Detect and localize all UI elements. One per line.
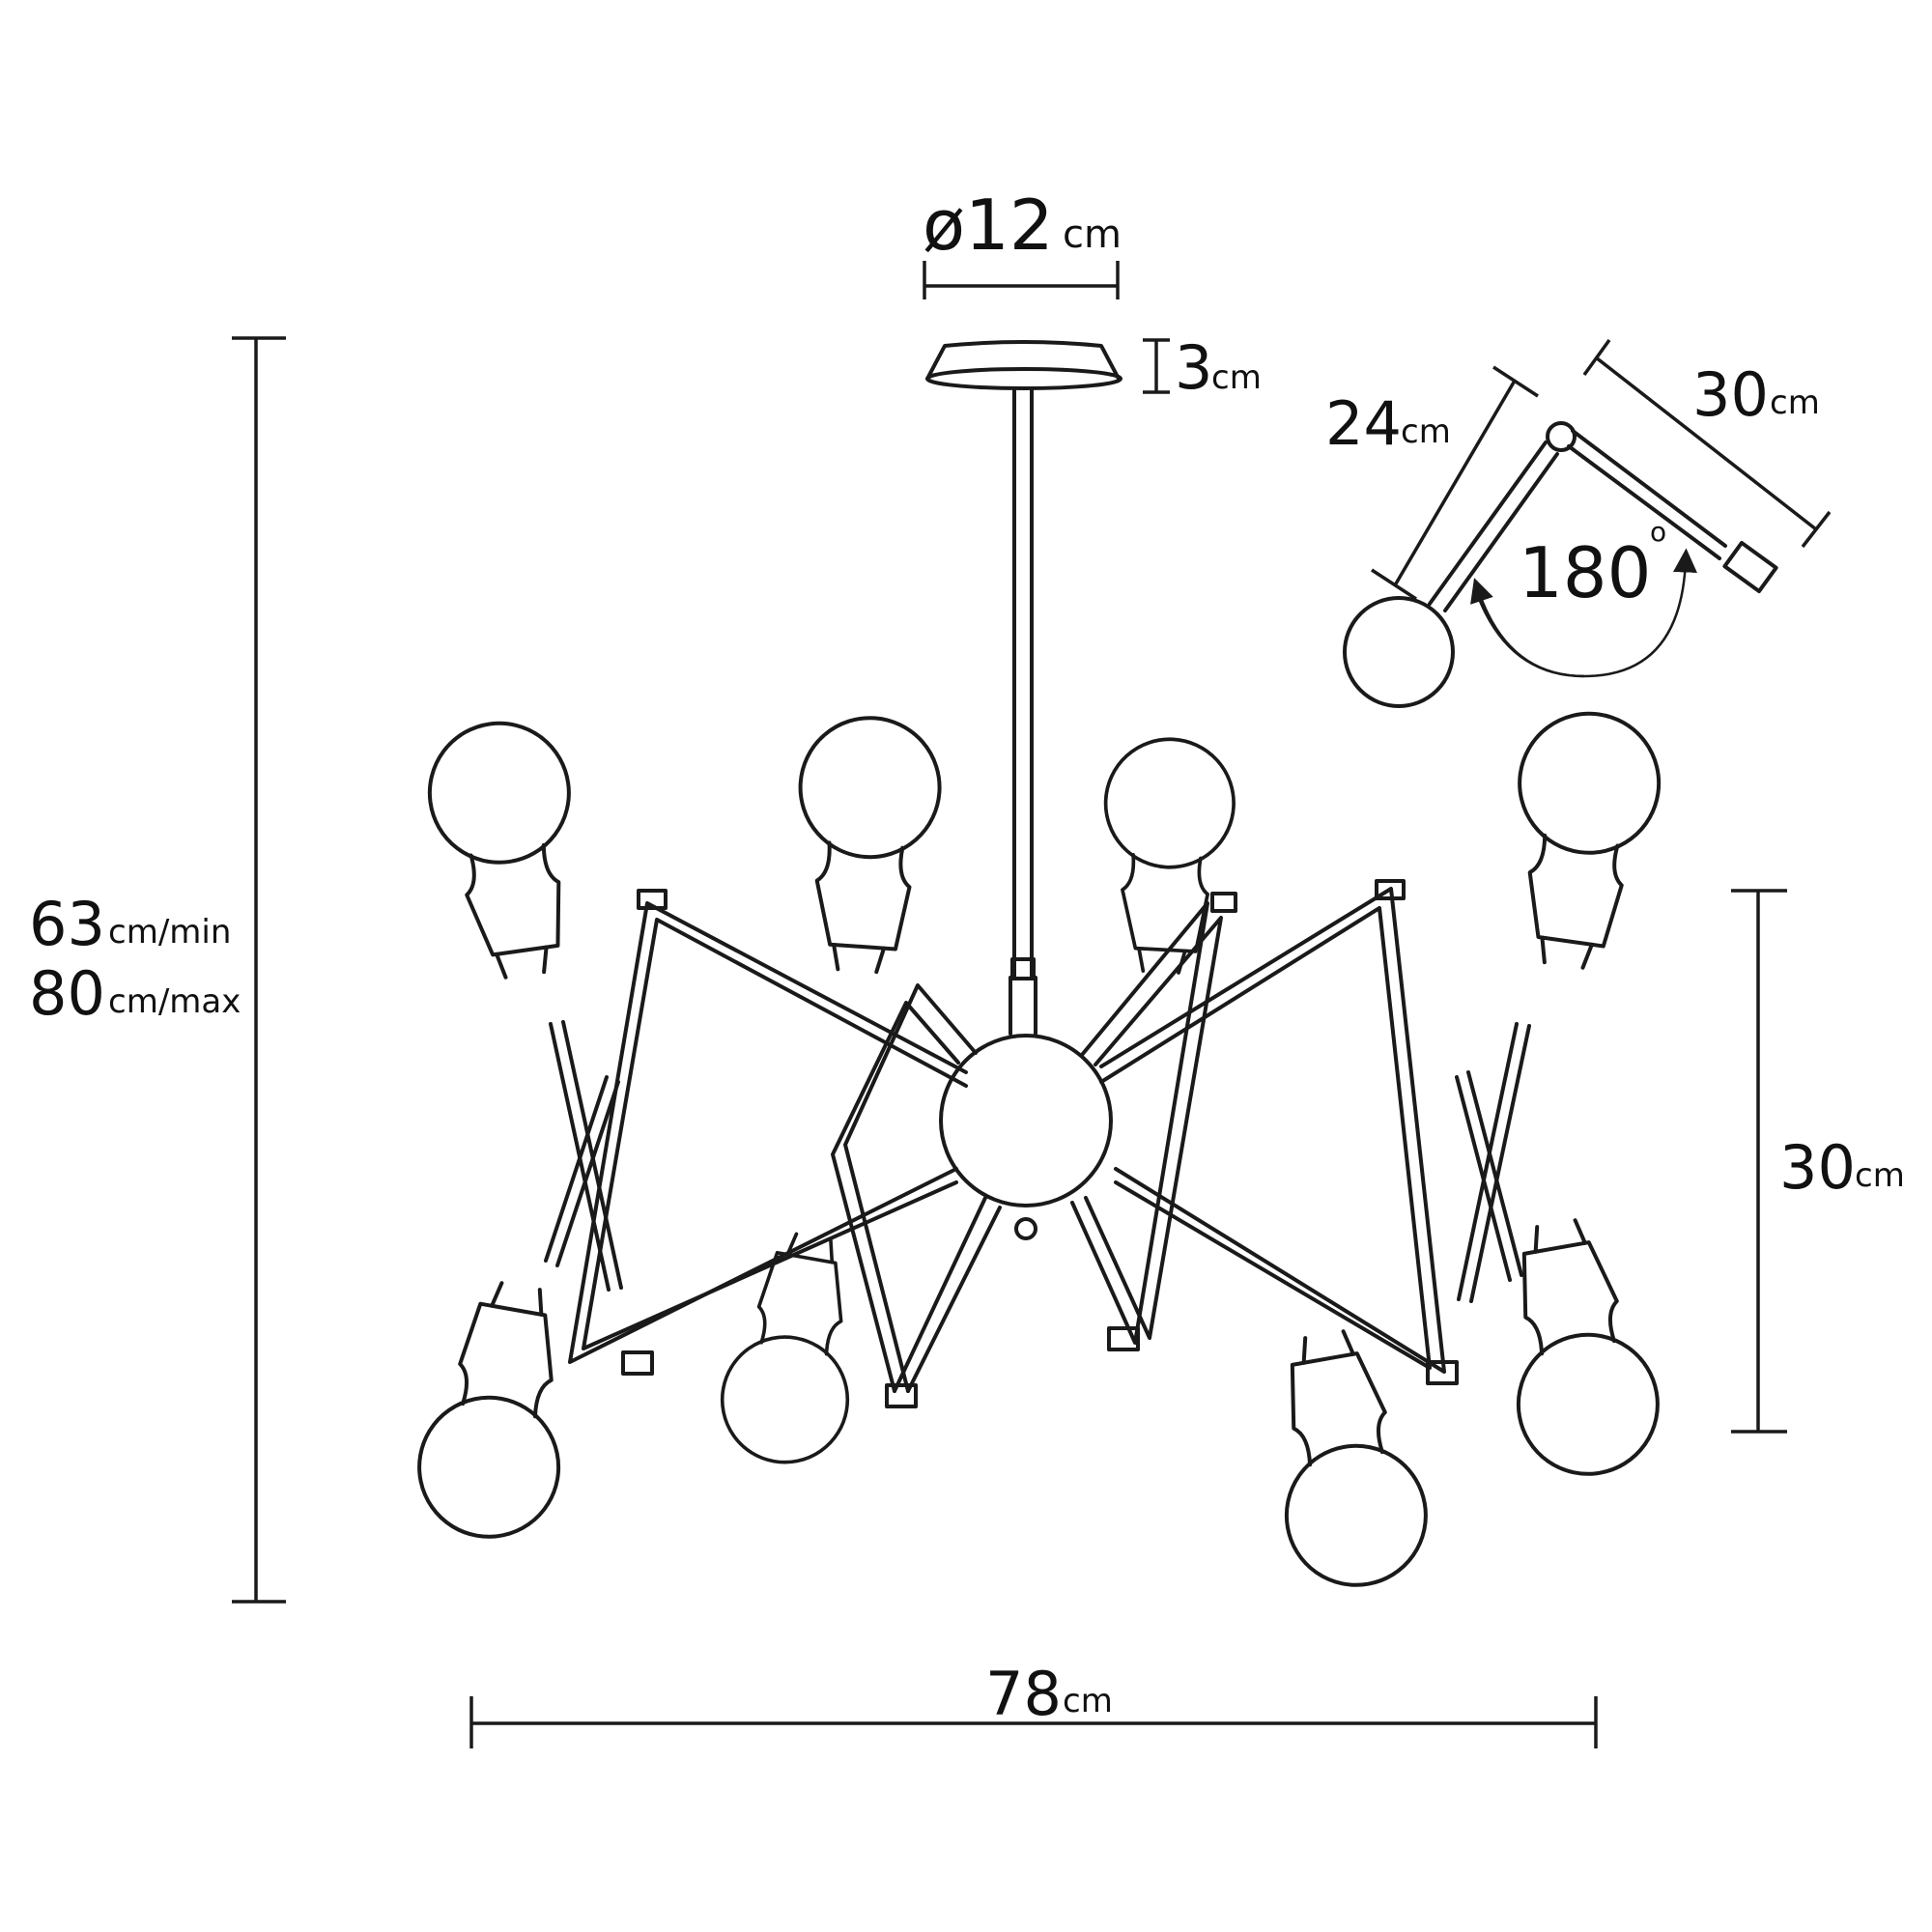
canopy-diameter-unit: cm	[1063, 213, 1122, 257]
arm-height-unit: cm	[1855, 1156, 1905, 1195]
rotation-unit: o	[1650, 516, 1666, 548]
total-width-value: 78	[985, 1659, 1062, 1729]
canopy-height-unit: cm	[1211, 358, 1262, 397]
total-width-dimension: 78 cm	[469, 1659, 1598, 1748]
bulb-top-1	[418, 712, 596, 986]
canopy-height-dimension: 3 cm	[1143, 332, 1262, 403]
height-min-value: 63	[29, 889, 105, 959]
arm-segment-b-value: 30	[1692, 359, 1769, 430]
canopy-diameter-dimension: ø12 cm	[923, 185, 1122, 299]
ceiling-canopy	[925, 340, 1122, 390]
height-min-unit: cm/min	[108, 913, 231, 952]
height-max-value: 80	[29, 958, 105, 1029]
canopy-diameter-value: ø12	[923, 185, 1054, 266]
arm-segment-b-unit: cm	[1770, 384, 1820, 422]
arm-height-value: 30	[1779, 1132, 1856, 1203]
canopy-height-value: 3	[1175, 332, 1212, 403]
bulb-top-4	[1492, 702, 1670, 977]
rotation-value: 180	[1519, 532, 1651, 613]
suspension-rod	[1009, 386, 1037, 1036]
total-width-unit: cm	[1063, 1682, 1113, 1720]
central-hub	[939, 1034, 1113, 1240]
bulb-bottom-2	[710, 1224, 877, 1474]
arms	[544, 879, 1531, 1408]
bulb-top-2	[785, 711, 947, 978]
height-max-unit: cm/max	[108, 982, 241, 1021]
arm-rotation-detail: 24 cm 30 cm 180 o	[1325, 338, 1832, 708]
arm-height-dimension: 30 cm	[1731, 889, 1905, 1434]
total-height-dimension: 63 cm/min 80 cm/max	[29, 336, 286, 1604]
arm-segment-a-value: 24	[1325, 388, 1402, 459]
bulb-bottom-1	[406, 1272, 592, 1550]
bulb-bottom-3	[1253, 1321, 1439, 1599]
arm-segment-a-unit: cm	[1401, 412, 1451, 451]
